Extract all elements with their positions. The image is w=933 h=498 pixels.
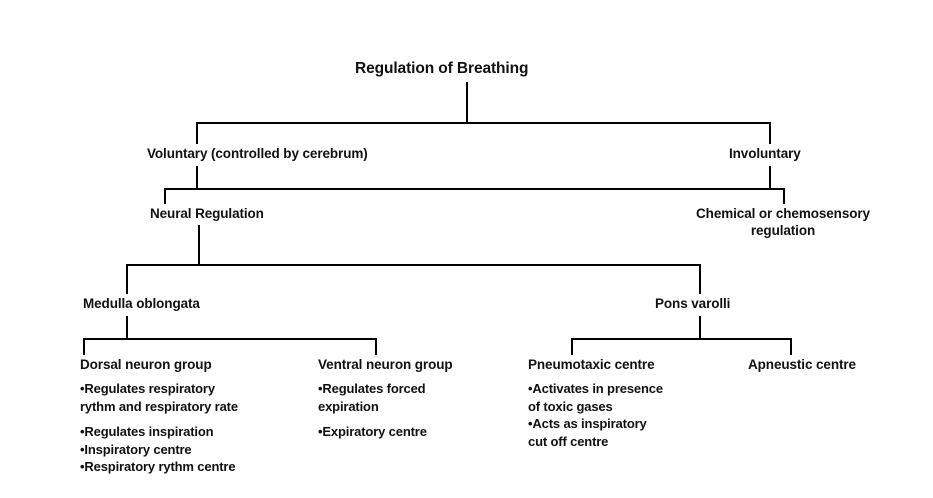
node-involuntary: Involuntary	[729, 146, 801, 161]
connector-to-medulla	[126, 264, 128, 294]
bullet-line: •Regulates forced	[318, 381, 426, 396]
connector-to-involuntary	[769, 122, 771, 144]
node-pneumotaxic-centre: Pneumotaxic centre	[528, 357, 655, 372]
connector-neural-regulation-stem	[198, 225, 200, 265]
connector-to-voluntary	[196, 122, 198, 144]
bullet-line: expiration	[318, 398, 379, 414]
connector-to-neural-regulation	[164, 188, 166, 204]
node-ventral-neuron-group: Ventral neuron group	[318, 357, 453, 372]
spacer	[318, 415, 518, 423]
connector-medulla-stem	[126, 316, 128, 339]
node-pons-varolli: Pons varolli	[655, 296, 731, 311]
connector-to-apneustic-centre	[790, 338, 792, 355]
connector-level3-bar	[126, 264, 701, 266]
bullet-line: •Activates in presence	[528, 381, 663, 396]
bullet-line: •Inspiratory centre	[80, 441, 192, 457]
details-pneumotaxic-centre: •Activates in presence of toxic gases •A…	[528, 380, 743, 450]
connector-involuntary-stem	[769, 166, 771, 189]
connector-level1-bar	[196, 122, 771, 124]
bullet-line: •Regulates inspiration	[80, 424, 214, 439]
connector-to-chemical-regulation	[783, 188, 785, 204]
connector-medulla-bar	[83, 338, 377, 340]
spacer	[80, 415, 310, 423]
connector-to-dorsal-neuron-group	[83, 338, 85, 355]
details-dorsal-neuron-group: •Regulates respiratory rythm and respira…	[80, 380, 310, 476]
details-ventral-neuron-group: •Regulates forced expiration •Expiratory…	[318, 380, 518, 441]
connector-pons-bar	[571, 338, 792, 340]
connector-to-pons	[699, 264, 701, 294]
node-chemical-regulation-line1: Chemical or chemosensory	[696, 206, 870, 221]
node-chemical-regulation: Chemical or chemosensory regulation	[663, 205, 903, 239]
bullet-line: •Respiratory rythm centre	[80, 459, 236, 474]
bullet-line: •Expiratory centre	[318, 424, 427, 439]
connector-to-pneumotaxic-centre	[571, 338, 573, 355]
node-medulla-oblongata: Medulla oblongata	[83, 296, 200, 311]
bullet-line: cut off centre	[528, 433, 609, 449]
bullet-line: •Acts as inspiratory	[528, 416, 647, 431]
bullet-line: rythm and respiratory rate	[80, 398, 238, 414]
node-root-regulation-of-breathing: Regulation of Breathing	[355, 60, 529, 77]
connector-root-stem	[466, 82, 468, 123]
bullet-line: of toxic gases	[528, 398, 613, 414]
node-neural-regulation: Neural Regulation	[150, 206, 264, 221]
connector-to-ventral-neuron-group	[375, 338, 377, 355]
connector-level2-bar	[164, 188, 785, 190]
node-apneustic-centre: Apneustic centre	[748, 357, 856, 372]
node-chemical-regulation-line2: regulation	[750, 223, 816, 238]
node-dorsal-neuron-group: Dorsal neuron group	[80, 357, 212, 372]
bullet-line: •Regulates respiratory	[80, 381, 215, 396]
connector-voluntary-stem	[196, 166, 198, 189]
connector-pons-stem	[699, 316, 701, 339]
node-voluntary: Voluntary (controlled by cerebrum)	[147, 146, 368, 161]
